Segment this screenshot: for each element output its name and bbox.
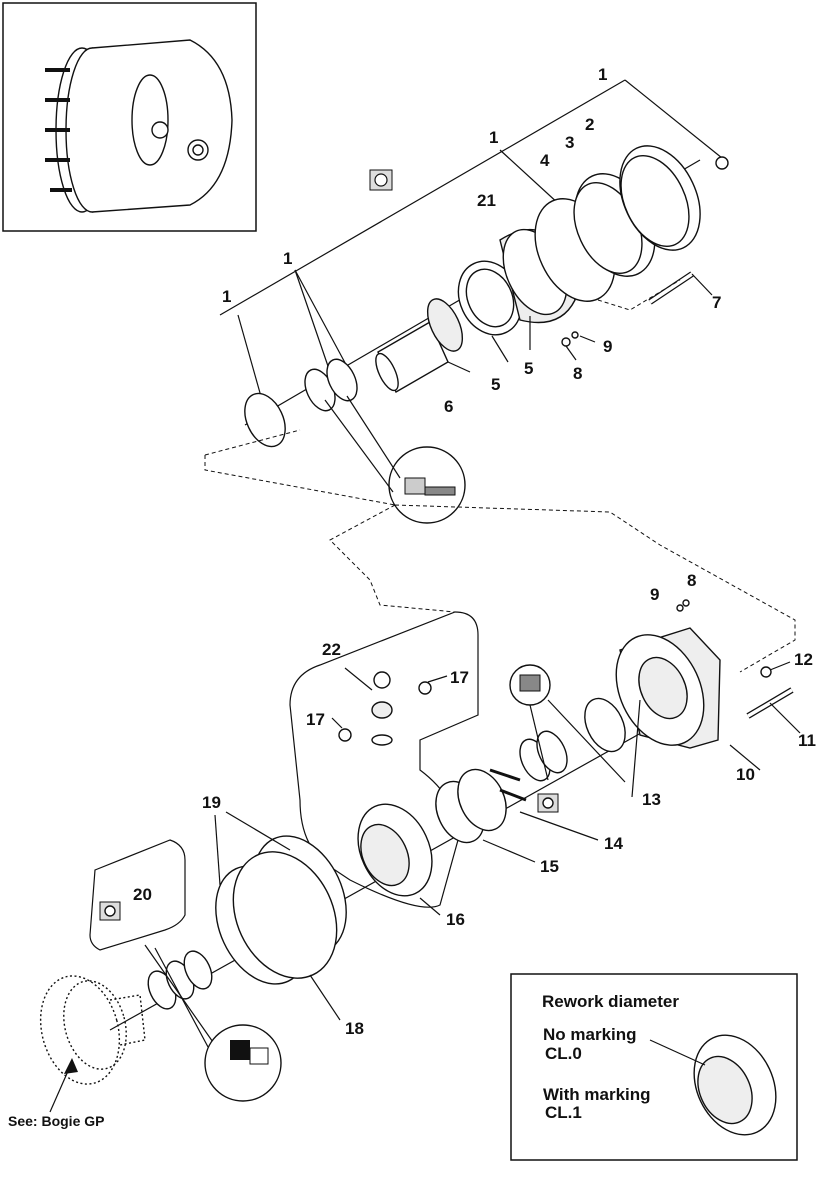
callout-6: 6: [444, 397, 453, 416]
callout-5: 5: [491, 375, 500, 394]
callout-21: 21: [477, 191, 496, 210]
callout-1: 1: [489, 128, 498, 147]
callout-4: 4: [540, 151, 550, 170]
callout-1: 1: [222, 287, 231, 306]
callout-19: 19: [202, 793, 221, 812]
callout-16: 16: [446, 910, 465, 929]
bottom-assembly: [39, 599, 801, 1113]
top-assembly: [204, 79, 729, 524]
callout-2: 2: [585, 115, 594, 134]
rework-part-illustration: [649, 1034, 777, 1136]
rework-box: [510, 973, 798, 1161]
rework-option1-line1: No marking: [543, 1025, 637, 1044]
callout-18: 18: [345, 1019, 364, 1038]
callout-labels: 1 1 1 1 2 3 4 5 5 6 7 8 8 9 9 10 11 12 1…: [133, 65, 816, 1038]
callout-9: 9: [650, 585, 659, 604]
callout-15: 15: [540, 857, 559, 876]
callout-11: 11: [798, 731, 816, 750]
see-bogie-note: See: Bogie GP: [8, 1113, 104, 1129]
rework-option2-line2: CL.1: [545, 1103, 582, 1122]
rework-option2-line1: With marking: [543, 1085, 651, 1104]
callout-14: 14: [604, 834, 623, 853]
callout-22: 22: [322, 640, 341, 659]
callout-5: 5: [524, 359, 533, 378]
rework-option1-line2: CL.0: [545, 1044, 582, 1063]
callout-3: 3: [565, 133, 574, 152]
connector-dashed: [329, 504, 796, 673]
overview-inset: [2, 2, 257, 232]
callout-13: 13: [642, 790, 661, 809]
callout-1: 1: [283, 249, 292, 268]
callout-1: 1: [598, 65, 607, 84]
callout-17: 17: [306, 710, 325, 729]
rework-title: Rework diameter: [542, 992, 679, 1011]
callout-9: 9: [603, 337, 612, 356]
callout-7: 7: [712, 293, 721, 312]
callout-8: 8: [687, 571, 696, 590]
callout-10: 10: [736, 765, 755, 784]
callout-12: 12: [794, 650, 813, 669]
kit-icon: [369, 169, 393, 191]
callout-8: 8: [573, 364, 582, 383]
callout-20: 20: [133, 885, 152, 904]
callout-17: 17: [450, 668, 469, 687]
